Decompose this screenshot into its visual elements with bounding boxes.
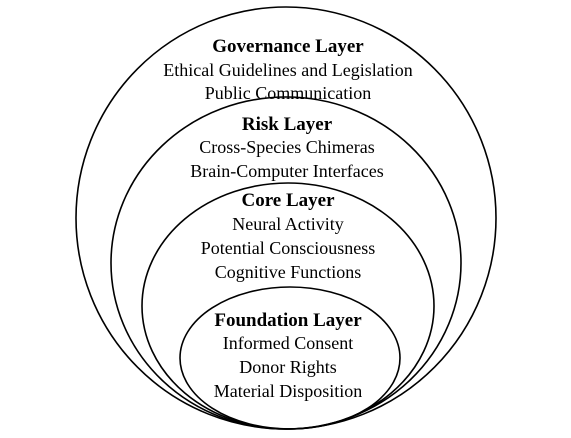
governance-layer-title: Governance Layer (212, 36, 364, 57)
foundation-layer-item: Informed Consent (223, 333, 353, 353)
risk-layer-title: Risk Layer (242, 114, 333, 135)
core-layer-item: Cognitive Functions (215, 262, 362, 282)
governance-layer: Governance Layer Ethical Guidelines and … (163, 36, 412, 103)
foundation-layer-ring (179, 286, 401, 430)
governance-layer-item: Public Communication (205, 83, 372, 103)
foundation-layer-title: Foundation Layer (214, 310, 362, 331)
foundation-layer-item: Material Disposition (214, 381, 362, 401)
core-layer: Core Layer Neural Activity Potential Con… (201, 190, 376, 282)
governance-layer-item: Ethical Guidelines and Legislation (163, 60, 412, 80)
risk-layer-item: Brain-Computer Interfaces (190, 161, 383, 181)
core-layer-title: Core Layer (241, 190, 335, 211)
foundation-layer: Foundation Layer Informed Consent Donor … (214, 310, 362, 401)
risk-layer-item: Cross-Species Chimeras (199, 137, 374, 157)
core-layer-item: Neural Activity (232, 214, 343, 234)
foundation-layer-item: Donor Rights (239, 357, 337, 377)
core-layer-item: Potential Consciousness (201, 238, 376, 258)
risk-layer: Risk Layer Cross-Species Chimeras Brain-… (190, 114, 383, 181)
